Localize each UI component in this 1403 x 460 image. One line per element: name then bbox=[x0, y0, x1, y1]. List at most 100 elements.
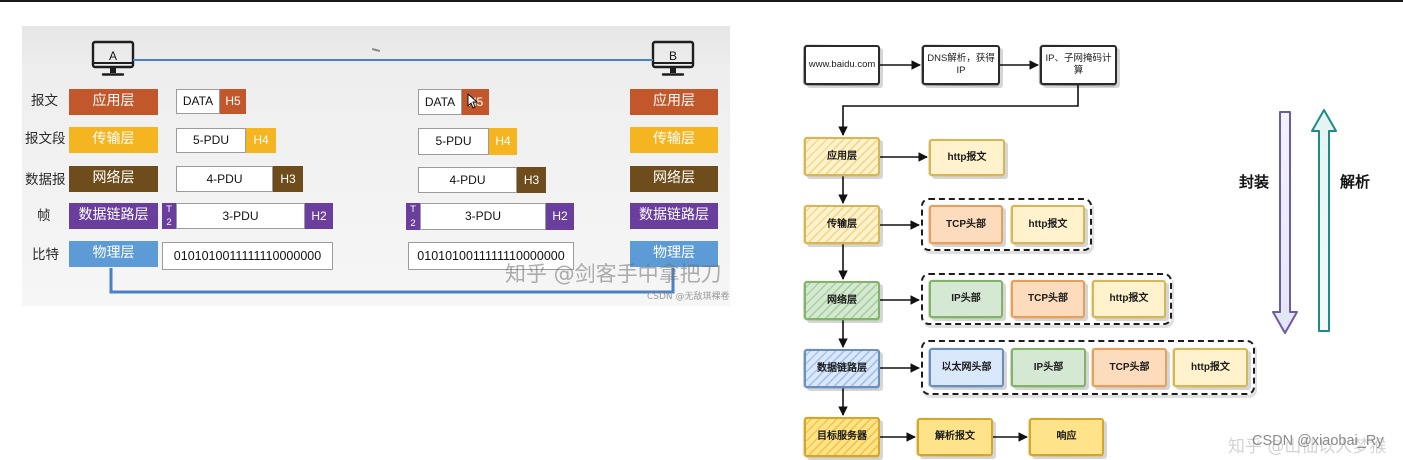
header-h2-receiver: H2 bbox=[546, 203, 574, 230]
http-message-box: http报文 bbox=[1011, 205, 1085, 244]
packet-group-network bbox=[921, 273, 1172, 325]
packet-part-label: IP头部 bbox=[1033, 361, 1064, 373]
row-label-segment: 报文段 bbox=[25, 131, 66, 146]
layer-physical-right: 物理层 bbox=[630, 241, 718, 267]
packet-part-label: http报文 bbox=[1028, 218, 1068, 230]
header-h3-receiver: H3 bbox=[517, 167, 546, 193]
packet-part-label: http报文 bbox=[947, 151, 987, 163]
layer-box-application: 应用层 bbox=[804, 137, 880, 176]
packet-part-label: 以太网头部 bbox=[941, 361, 992, 373]
header-h3-sender: H3 bbox=[273, 166, 303, 192]
header-h4-receiver: H4 bbox=[489, 128, 517, 155]
http-message-box: http报文 bbox=[1092, 280, 1166, 318]
row-label-bit: 比特 bbox=[32, 247, 59, 262]
packet-part-label: TCP头部 bbox=[946, 218, 986, 230]
flow-box-text: 响应 bbox=[1056, 431, 1077, 442]
tcp-header-box: TCP头部 bbox=[1011, 280, 1085, 318]
pdu-data-receiver: DATA bbox=[418, 89, 462, 115]
zhihu-watermark: 知乎 @山仙以人梦猴 bbox=[1228, 437, 1387, 457]
pdu-5-sender: 5-PDU bbox=[176, 128, 246, 153]
flow-box-target-server: 目标服务器 bbox=[804, 417, 880, 457]
zhihu-watermark: 知乎 @剑客手中拿把刀 bbox=[505, 262, 722, 286]
pdu-5-receiver: 5-PDU bbox=[418, 128, 489, 155]
trailer-letter: T bbox=[166, 204, 172, 215]
flow-box-text: 解析报文 bbox=[935, 431, 975, 442]
layer-box-transport: 传输层 bbox=[804, 205, 880, 244]
pdu-data-sender: DATA bbox=[176, 89, 220, 114]
flow-box-text-line-1: IP、子网掩码计 bbox=[1045, 53, 1112, 64]
packet-part-label: IP头部 bbox=[951, 293, 981, 304]
layer-application-left: 应用层 bbox=[69, 89, 158, 115]
packet-part-label: http报文 bbox=[1191, 361, 1230, 373]
trailer-number: 2 bbox=[410, 218, 416, 229]
layer-datalink-right: 数据链路层 bbox=[630, 203, 718, 229]
layer-physical-left: 物理层 bbox=[69, 241, 158, 267]
flow-box-url: www.baidu.com bbox=[804, 45, 880, 85]
row-label-message: 报文 bbox=[31, 93, 58, 108]
layer-box-label: 数据链路层 bbox=[817, 362, 867, 374]
computer-icon bbox=[651, 40, 695, 76]
layer-box-network: 网络层 bbox=[804, 281, 880, 320]
ethernet-header-box: 以太网头部 bbox=[929, 348, 1004, 387]
layer-datalink-left: 数据链路层 bbox=[69, 203, 158, 229]
encapsulate-down-arrow-icon bbox=[1272, 111, 1298, 334]
layer-transport-left: 传输层 bbox=[69, 127, 158, 153]
layer-box-label: 传输层 bbox=[827, 218, 857, 230]
flow-box-text-line-2: IP bbox=[956, 65, 966, 76]
tcp-header-box: TCP头部 bbox=[929, 205, 1003, 244]
trailer-t2-sender: T 2 bbox=[162, 203, 176, 229]
bitstream-receiver: 0101010011111110000000 bbox=[408, 242, 574, 270]
csdn-credit: CSDN @无敌琪裸卷 bbox=[647, 292, 730, 302]
computer-icon bbox=[91, 40, 135, 76]
row-label-frame: 帧 bbox=[37, 208, 51, 223]
pdu-3-receiver: 3-PDU bbox=[420, 203, 546, 230]
trailer-t2-receiver: T 2 bbox=[406, 203, 420, 230]
http-message-box: http报文 bbox=[929, 139, 1005, 176]
packet-part-label: http报文 bbox=[1109, 293, 1149, 304]
ip-header-box: IP头部 bbox=[929, 280, 1003, 318]
flow-box-parse-message: 解析报文 bbox=[917, 418, 993, 456]
flow-box-text: www.baidu.com bbox=[808, 59, 876, 70]
layer-transport-right: 传输层 bbox=[630, 127, 718, 153]
packet-group-transport bbox=[921, 198, 1092, 251]
flow-box-dns: DNS解析，获得 IP bbox=[922, 45, 1000, 85]
layer-box-label: 应用层 bbox=[827, 150, 857, 162]
packet-part-label: TCP头部 bbox=[1028, 293, 1068, 304]
host-link-line bbox=[133, 59, 653, 61]
host-b: B bbox=[651, 40, 695, 78]
packet-group-datalink bbox=[921, 340, 1255, 395]
trailer-letter: T bbox=[410, 204, 416, 215]
encapsulate-label: 封装 bbox=[1239, 173, 1270, 191]
header-h4-sender: H4 bbox=[246, 128, 276, 153]
http-message-box: http报文 bbox=[1173, 348, 1248, 387]
csdn-credit: CSDN @xiaobai_Ry bbox=[1252, 433, 1384, 449]
layer-box-datalink: 数据链路层 bbox=[804, 349, 880, 388]
flow-box-text-line-2: 算 bbox=[1073, 65, 1084, 76]
tcp-header-box: TCP头部 bbox=[1092, 348, 1167, 387]
header-h5-sender: H5 bbox=[220, 89, 246, 114]
host-label: A bbox=[108, 49, 117, 63]
layer-box-label: 网络层 bbox=[827, 294, 857, 306]
row-label-datagram: 数据报 bbox=[25, 172, 66, 187]
ip-header-box: IP头部 bbox=[1011, 348, 1086, 387]
layer-application-right: 应用层 bbox=[630, 89, 718, 115]
packet-part-label: TCP头部 bbox=[1109, 361, 1150, 373]
decapsulate-label: 解析 bbox=[1340, 173, 1371, 191]
host-a: A bbox=[91, 40, 135, 78]
mouse-cursor-icon bbox=[467, 93, 478, 109]
arrow-subnet-to-application bbox=[838, 85, 1079, 136]
flow-box-text-line-1: DNS解析，获得 bbox=[927, 53, 995, 64]
trailer-number: 2 bbox=[166, 217, 172, 228]
top-border-line bbox=[0, 0, 1403, 2]
bitstream-sender: 0101010011111110000000 bbox=[162, 242, 333, 270]
decapsulate-up-arrow-icon bbox=[1311, 109, 1337, 332]
host-label: B bbox=[668, 49, 677, 63]
flow-box-text: 目标服务器 bbox=[817, 431, 867, 442]
pdu-4-sender: 4-PDU bbox=[176, 166, 273, 192]
header-h2-sender: H2 bbox=[305, 203, 333, 229]
layer-network-right: 网络层 bbox=[630, 166, 718, 192]
flow-box-subnet: IP、子网掩码计 算 bbox=[1040, 45, 1117, 85]
pdu-3-sender: 3-PDU bbox=[176, 203, 305, 229]
flow-box-response: 响应 bbox=[1029, 418, 1104, 456]
